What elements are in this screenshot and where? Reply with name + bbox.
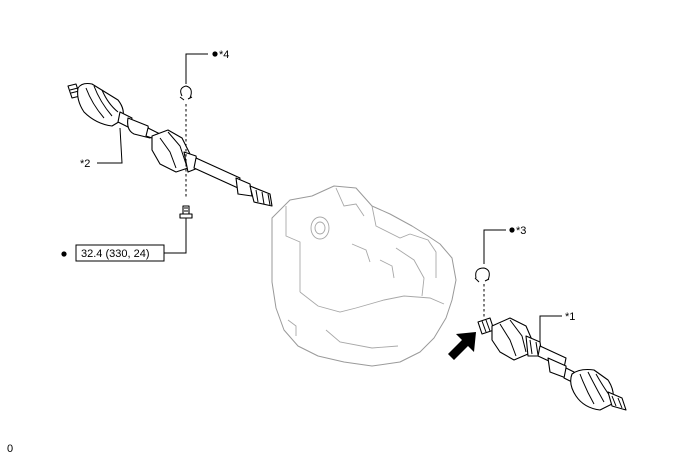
black-dot-icon bbox=[61, 251, 67, 257]
black-dot-icon bbox=[212, 51, 218, 57]
callout-4-label: *4 bbox=[219, 49, 229, 61]
bolt bbox=[179, 205, 193, 219]
transaxle-housing bbox=[271, 185, 457, 367]
snap-ring-upper bbox=[179, 85, 193, 101]
black-arrow-icon bbox=[448, 332, 476, 360]
callout-2-label: *2 bbox=[80, 158, 90, 170]
snap-ring-right bbox=[474, 267, 490, 283]
torque-spec-label: 32.4 (330, 24) bbox=[81, 248, 150, 260]
figure-id: 0 bbox=[7, 443, 13, 455]
torque-spec-box bbox=[75, 244, 165, 262]
callout-3-label: *3 bbox=[516, 225, 526, 237]
left-drive-shaft bbox=[67, 82, 273, 207]
right-drive-shaft bbox=[477, 317, 627, 411]
callout-1-label: *1 bbox=[565, 311, 575, 323]
black-dot-icon bbox=[509, 227, 515, 233]
